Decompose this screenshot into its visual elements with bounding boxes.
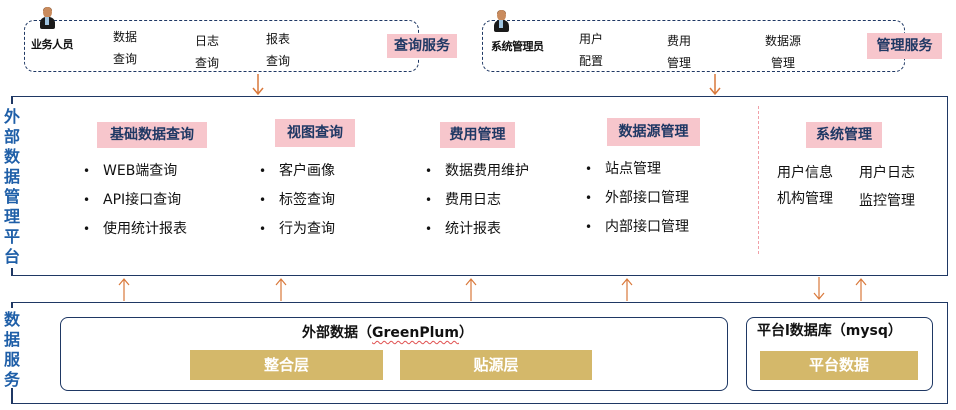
list-item[interactable]: 统计报表 [425, 215, 529, 244]
system-item-monitor-manage[interactable]: 监控管理 [859, 193, 915, 209]
divider [758, 106, 759, 254]
module-title-view-query: 视图查询 [275, 119, 355, 147]
system-item-user-info[interactable]: 用户信息 [777, 165, 833, 181]
query-service-tag: 查询服务 [387, 34, 457, 58]
list-item[interactable]: 行为查询 [259, 215, 335, 244]
module-title-basic-query: 基础数据查询 [97, 122, 207, 148]
business-user-role: 业务人员 [31, 38, 74, 51]
module-title-datasource-manage: 数据源管理 [607, 118, 700, 146]
module-list-fee-manage: 数据费用维护 费用日志 统计报表 [425, 157, 529, 244]
system-item-org-manage[interactable]: 机构管理 [777, 191, 833, 207]
service-fee-manage[interactable]: 费用 管理 [666, 34, 691, 70]
platform-label: 外部数据管理平台 [3, 107, 20, 266]
service-datasource-manage[interactable]: 数据源 管理 [764, 34, 801, 70]
list-item[interactable]: 费用日志 [425, 186, 529, 215]
admin-role: 系统管理员 [491, 40, 544, 53]
up-arrow-icon [275, 278, 287, 301]
list-item[interactable]: API接口查询 [83, 186, 193, 215]
service-report-query[interactable]: 报表 查询 [265, 32, 290, 68]
layer-integration[interactable]: 整合层 [190, 350, 383, 380]
list-item[interactable]: 标签查询 [259, 186, 335, 215]
down-arrow-icon [813, 277, 825, 300]
admin-avatar-icon [493, 10, 509, 32]
down-arrow-icon [709, 74, 721, 96]
service-data-query[interactable]: 数据 查询 [112, 30, 137, 66]
module-list-datasource-manage: 站点管理 外部接口管理 内部接口管理 [585, 155, 689, 242]
module-list-view-query: 客户画像 标签查询 行为查询 [259, 157, 335, 244]
service-user-config[interactable]: 用户 配置 [578, 32, 603, 68]
external-data-box [60, 317, 728, 391]
business-user-avatar-icon [39, 7, 55, 29]
service-log-query[interactable]: 日志 查询 [194, 34, 219, 70]
platform-box [11, 96, 948, 276]
system-item-user-log[interactable]: 用户日志 [859, 165, 915, 181]
list-item[interactable]: 使用统计报表 [83, 215, 193, 244]
up-arrow-icon [118, 278, 130, 301]
module-list-basic-query: WEB端查询 API接口查询 使用统计报表 [83, 157, 193, 244]
layer-source[interactable]: 贴源层 [400, 350, 592, 380]
data-service-box [11, 302, 948, 404]
module-title-fee-manage: 费用管理 [440, 122, 515, 148]
list-item[interactable]: WEB端查询 [83, 157, 193, 186]
layer-platform-data[interactable]: 平台数据 [760, 351, 918, 380]
manage-service-tag: 管理服务 [867, 33, 942, 59]
list-item[interactable]: 站点管理 [585, 155, 689, 184]
list-item[interactable]: 内部接口管理 [585, 213, 689, 242]
platform-db-title: 平台l数据库（mysq） [757, 323, 902, 339]
list-item[interactable]: 客户画像 [259, 157, 335, 186]
list-item[interactable]: 数据费用维护 [425, 157, 529, 186]
up-arrow-icon [465, 278, 477, 301]
up-arrow-icon [855, 278, 867, 301]
down-arrow-icon [252, 74, 264, 96]
external-data-title: 外部数据（GreenPlum） [302, 325, 473, 341]
up-arrow-icon [621, 278, 633, 301]
module-title-system-manage: 系统管理 [806, 122, 882, 148]
platform-db-box [746, 317, 933, 391]
data-service-label: 数据服务 [3, 310, 20, 389]
list-item[interactable]: 外部接口管理 [585, 184, 689, 213]
